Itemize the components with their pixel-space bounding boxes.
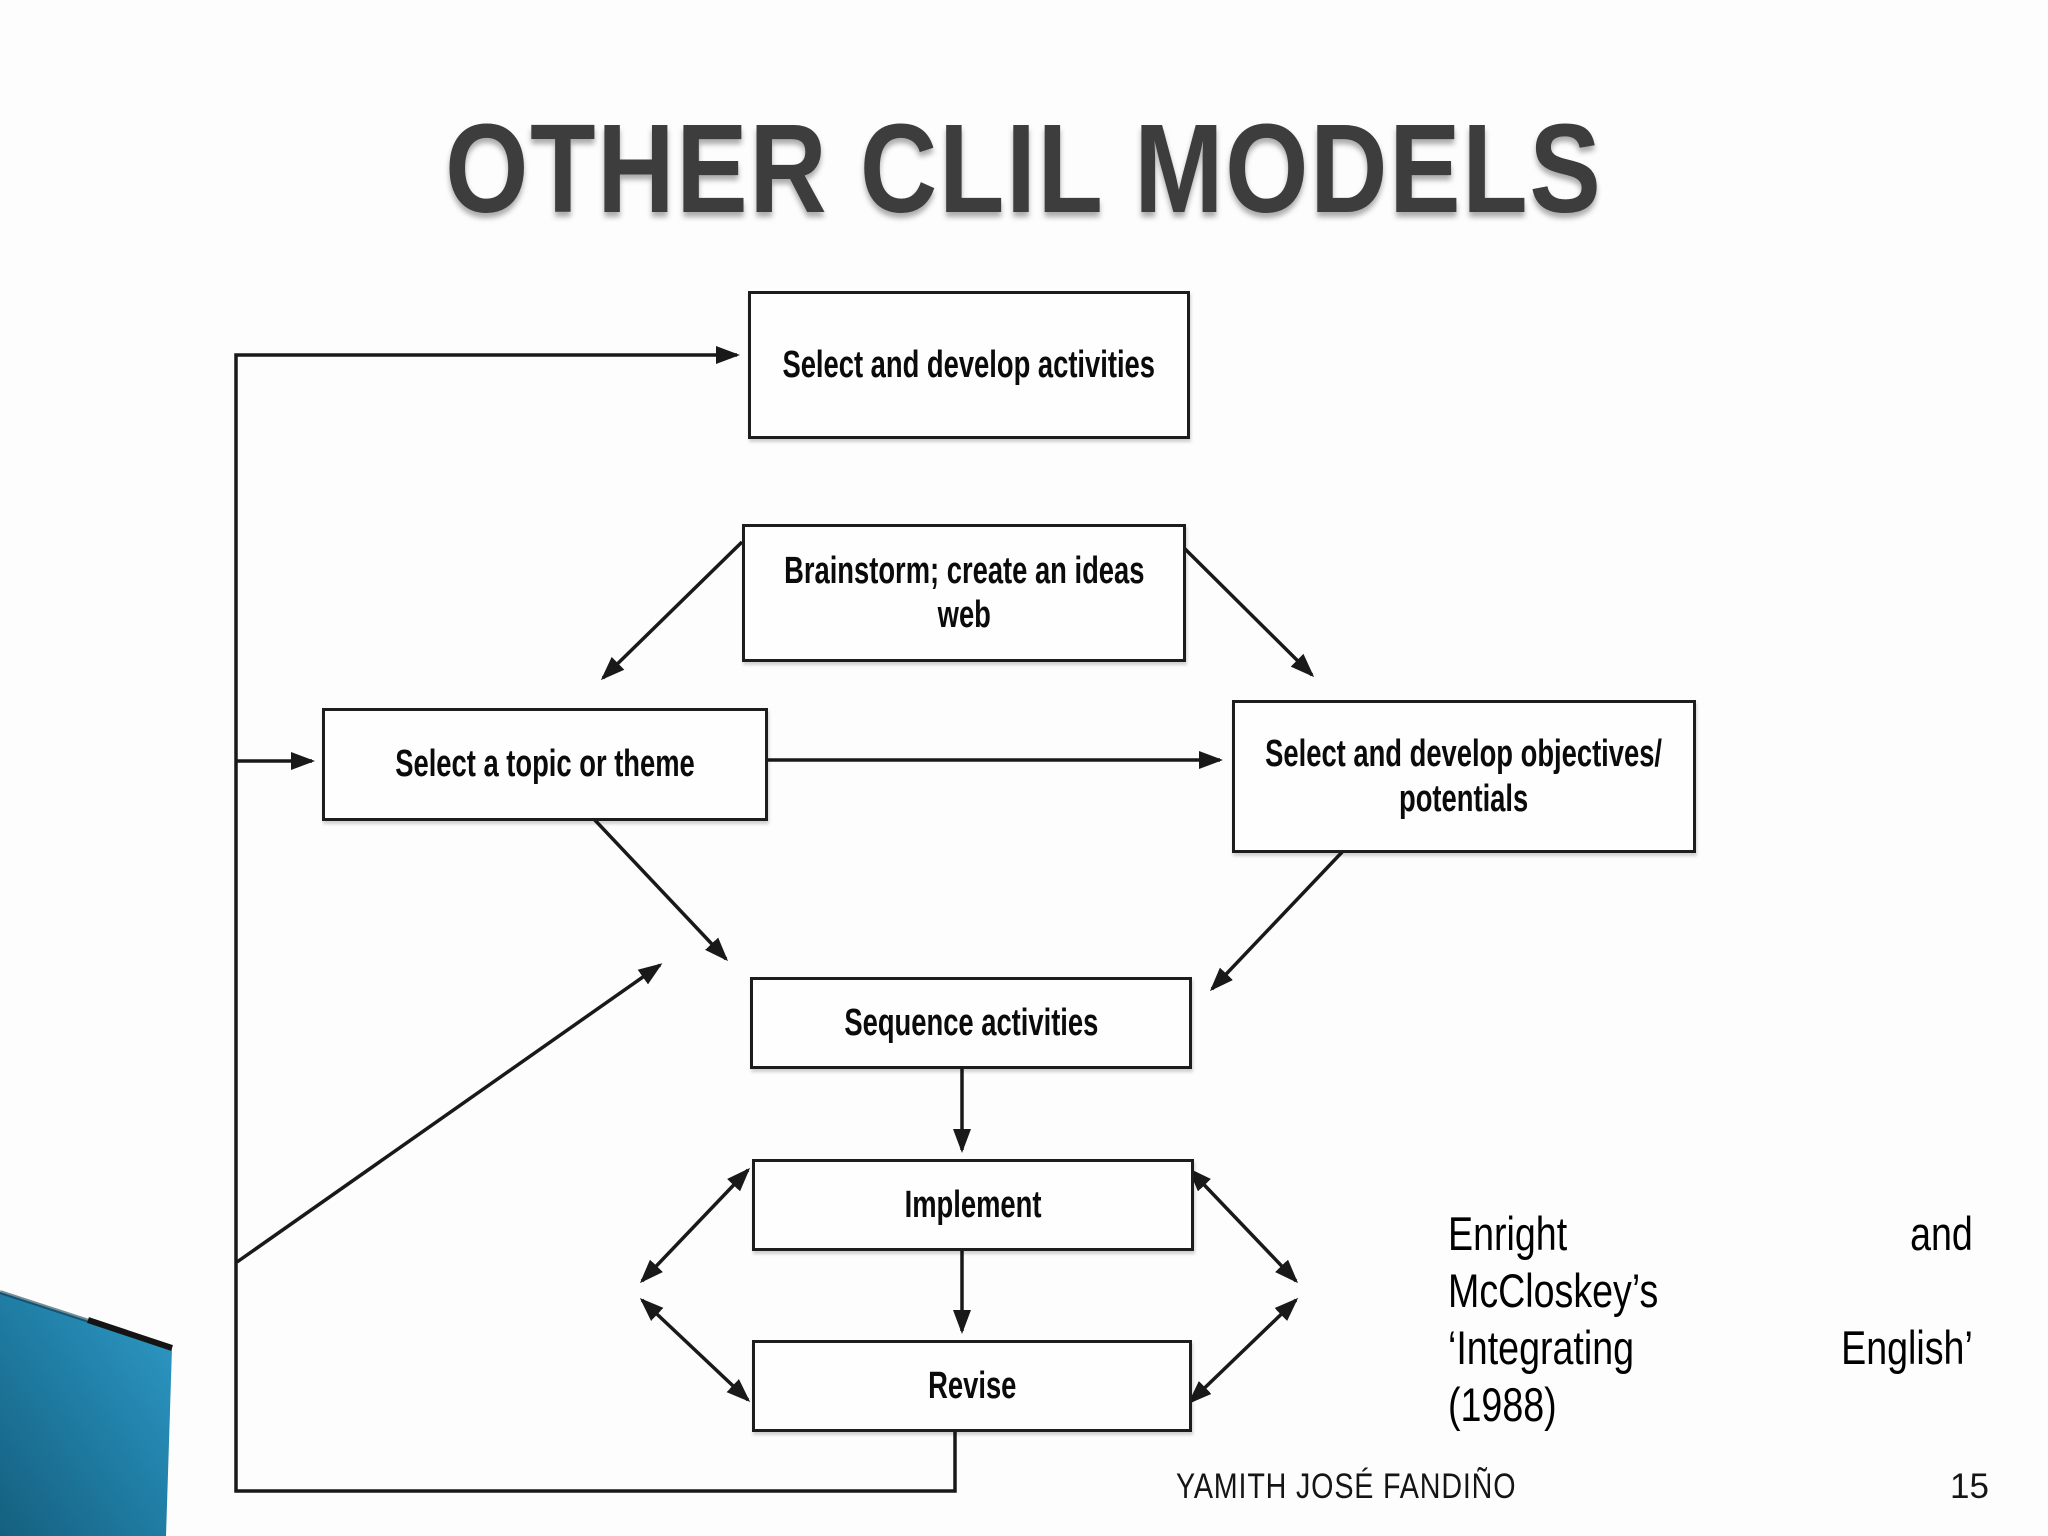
box-label: Implement [904,1183,1042,1226]
page-number: 15 [1950,1467,1989,1506]
box-label: Select a topic or theme [395,743,695,786]
page-title-text: OTHER CLIL MODELS [445,98,1603,239]
box-revise: Revise [752,1340,1192,1432]
citation-line: (1988) [1448,1378,1557,1431]
page-title: OTHER CLIL MODELS [0,96,2048,241]
cycle-arrow-left-upper [639,1167,751,1284]
footer-author: YAMITH JOSÉ FANDIÑO [1176,1467,1517,1506]
cycle-arrow-right-lower [1187,1297,1299,1405]
cycle-arrow-right-upper [1187,1167,1299,1284]
arrow-brainstorm-to-objectives [1176,540,1315,678]
box-label: Revise [927,1364,1017,1407]
citation-line: McCloskey’s [1448,1264,1659,1317]
box-label: Sequence activities [844,1001,1098,1044]
box-brainstorm: Brainstorm; create an ideas web [742,524,1186,662]
box-label: Select and develop objectives/ potential… [1265,733,1663,820]
arrow-topic-to-sequence [590,815,729,962]
box-select-develop-activities: Select and develop activities [748,291,1190,439]
box-label: Brainstorm; create an ideas web [783,549,1145,636]
box-sequence: Sequence activities [750,977,1192,1069]
cycle-arrow-left-lower [639,1297,751,1403]
citation-note: Enright and McCloskey’s ‘Integrating Eng… [1448,1205,1973,1433]
arrow-objectives-to-sequence [1209,847,1347,992]
citation-line: Enright and [1448,1207,1973,1260]
feedback-loop-arrow [234,346,957,1493]
arrow-loop-to-sequence [235,963,663,1264]
box-objectives: Select and develop objectives/ potential… [1232,700,1696,853]
citation-line: ‘Integrating English’ [1448,1321,1973,1374]
box-label: Select and develop activities [782,343,1156,386]
box-select-topic: Select a topic or theme [322,708,768,821]
box-implement: Implement [752,1159,1194,1251]
teal-corner-decoration [0,1290,173,1536]
arrow-brainstorm-to-topic [600,540,744,681]
